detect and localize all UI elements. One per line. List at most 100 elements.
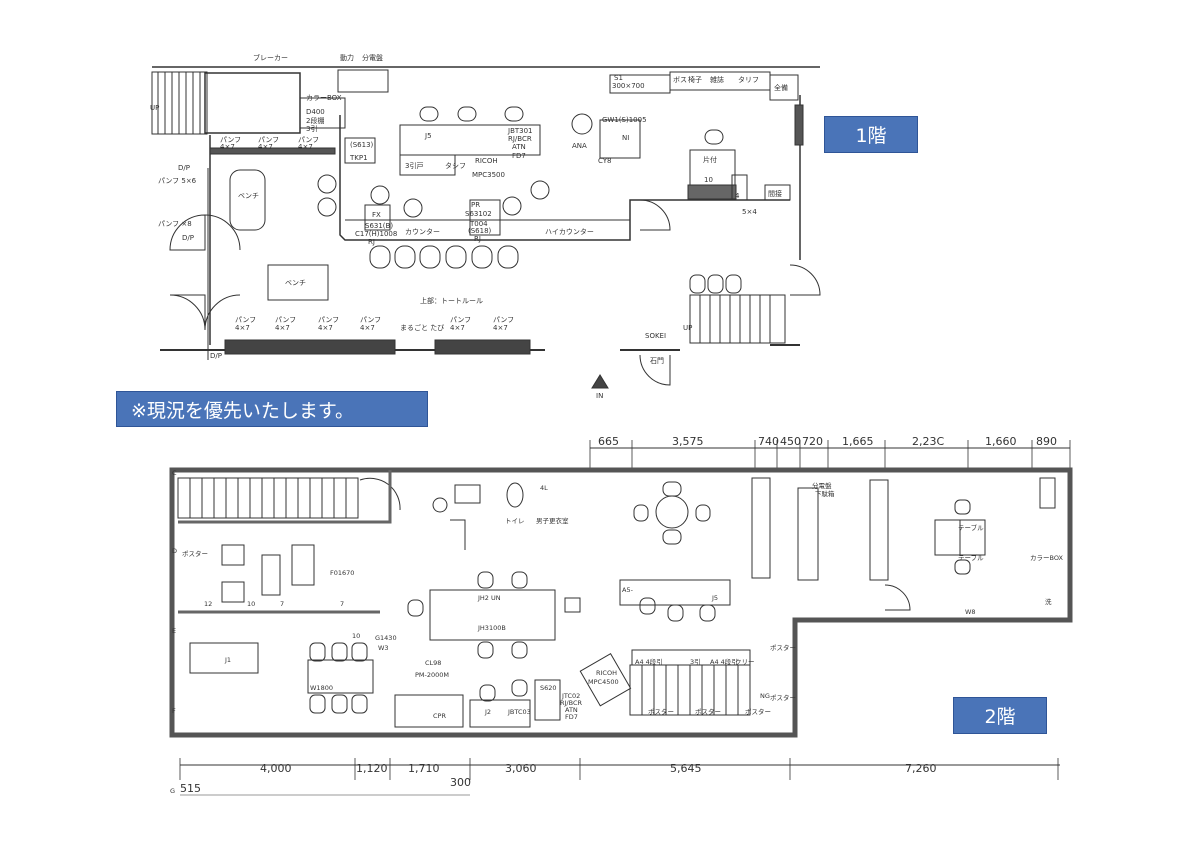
label-tray: 洗 <box>1045 597 1052 606</box>
label-pm2000: PM-2000M <box>415 671 449 679</box>
dim-bottom-4: 3,060 <box>505 762 537 775</box>
floor2-plan <box>169 440 1073 796</box>
label-mpc4500: MPC4500 <box>588 678 619 686</box>
label-w3: W3 <box>378 644 389 652</box>
label-3hiki: 3引 <box>306 124 317 133</box>
dim-bottom-1: 4,000 <box>260 762 292 775</box>
label-color-box: カラーBOX <box>306 94 342 102</box>
label-pamph-3x7: パンフ <box>235 316 256 324</box>
label-3hikido: 3引戸 <box>405 161 423 170</box>
label-tkp1: TKP1 <box>349 154 368 162</box>
floor2-dimensions: 665 3,575 740 450 720 1,665 2,23C 1,660 … <box>180 435 1057 795</box>
label-pamph-b3: パンフ <box>318 316 339 324</box>
label-locker: 男子更衣室 <box>536 516 569 525</box>
label-fd7: FD7 <box>565 713 578 721</box>
label-c17: C17(H)1008 <box>355 230 397 238</box>
dim-bottom-2: 1,120 <box>356 762 388 775</box>
label-g1430: G1430 <box>375 634 397 642</box>
label-gw: GW1(S)1005 <box>602 116 647 124</box>
dim-bottom-515: 515 <box>180 782 201 795</box>
label-d400: D400 <box>306 108 325 116</box>
stairs-2f-left <box>177 477 359 519</box>
label-chair: 椅子 <box>688 75 702 84</box>
dim-top-1: 665 <box>598 435 619 448</box>
label-bunden: 分電盤 <box>812 481 832 490</box>
dim-top-6: 1,665 <box>842 435 874 448</box>
label-mpc: MPC3500 <box>472 171 505 179</box>
label-jtc02: JTC02 <box>561 692 580 700</box>
label-a4-3: 3引 <box>690 657 701 666</box>
dim-top-4: 450 <box>780 435 801 448</box>
label-s631: S631(B) <box>365 222 393 230</box>
label-size-3: 4×7 <box>298 143 313 151</box>
label-dp-3: D/P <box>210 352 222 360</box>
label-w1800: W1800 <box>310 684 333 692</box>
label-table-2: テーブル <box>958 553 984 562</box>
label-poster-5: ポスター <box>695 707 721 716</box>
label-f01670: F01670 <box>330 569 354 577</box>
label-num12: 12 <box>204 600 212 608</box>
label-row-f: F <box>172 707 176 715</box>
label-pamph-b6: パンフ <box>493 316 514 324</box>
label-bosch: ボス <box>673 76 687 84</box>
label-tariff: タリフ <box>738 75 759 84</box>
label-poster-2: ポスター <box>770 643 796 652</box>
floor2-badge: 2階 <box>953 697 1047 734</box>
label-poster-4: ポスター <box>648 707 674 716</box>
label-row-d: D <box>172 547 177 555</box>
floor1-labels: ブレーカー 動力 分電盤 カラーBOX D400 2段棚 3引 パンフ 4×7 … <box>150 53 788 400</box>
floor2-labels: トイレ 男子更衣室 テーブル テーブル カラーBOX ポスター ポスター ポスタ… <box>170 469 1064 795</box>
label-pamph-5x6: パンフ 5×6 <box>158 177 197 185</box>
label-ana: ANA <box>572 142 587 150</box>
label-ricoh: RICOH <box>596 669 617 677</box>
label-up-1: UP <box>150 104 159 112</box>
label-n4: 4 <box>735 192 740 200</box>
label-s1: S1 <box>614 74 623 82</box>
label-breaker: ブレーカー <box>253 53 288 62</box>
label-a4-b: A4 4段引 <box>710 657 738 666</box>
label-num10: 10 <box>247 600 255 608</box>
label-j5: J5 <box>424 132 432 140</box>
stairs-lower-right <box>689 294 786 344</box>
label-fd7: FD7 <box>512 152 526 160</box>
label-sokei: SOKEI <box>645 332 666 340</box>
label-poster-3: ポスター <box>770 693 796 702</box>
label-cl98: CL98 <box>425 659 441 667</box>
label-pamph-b4: パンフ <box>360 316 381 324</box>
label-j5: J5 <box>711 594 718 602</box>
label-pamph-b2: パンフ <box>275 316 296 324</box>
label-row-c: C <box>172 469 177 477</box>
label-a5: A5- <box>622 586 634 594</box>
label-color-box: カラーBOX <box>1030 554 1064 562</box>
label-size-3x7: 4×7 <box>235 324 250 332</box>
stairs-top-left <box>151 71 208 135</box>
label-clear: クリー <box>735 658 755 666</box>
label-4l: 4L <box>540 484 548 492</box>
label-num10: 10 <box>704 176 713 184</box>
label-s613: (S613) <box>350 141 374 149</box>
label-5x4: 5×4 <box>742 208 757 216</box>
label-top-hk: 上部：トートルール <box>420 296 483 305</box>
label-j2: J2 <box>484 708 491 716</box>
label-in: IN <box>596 392 603 400</box>
label-a4-4: A4 4段引 <box>635 657 663 666</box>
label-num7: 7 <box>280 600 284 608</box>
dim-bottom-6: 7,260 <box>905 762 937 775</box>
note-banner: ※現況を優先いたします。 <box>116 391 428 427</box>
label-cpr: CPR <box>433 712 446 720</box>
label-bench: ベンチ <box>238 192 259 200</box>
label-cy8: CY8 <box>598 157 612 165</box>
label-jh2: JH2 UN <box>477 594 501 602</box>
floor1-plan <box>151 66 821 389</box>
label-pamph-2: パンフ <box>258 136 279 144</box>
label-jbt301: JBT301 <box>507 127 533 135</box>
label-mag: 雑誌 <box>710 75 724 84</box>
label-s620: S620 <box>540 684 557 692</box>
label-power: 動力 <box>340 53 354 62</box>
dim-top-7: 2,23C <box>912 435 944 448</box>
label-up-2: UP <box>683 324 692 332</box>
label-size-b3: 4×7 <box>318 324 333 332</box>
dim-bottom-5: 5,645 <box>670 762 702 775</box>
label-atn: ATN <box>512 143 526 151</box>
